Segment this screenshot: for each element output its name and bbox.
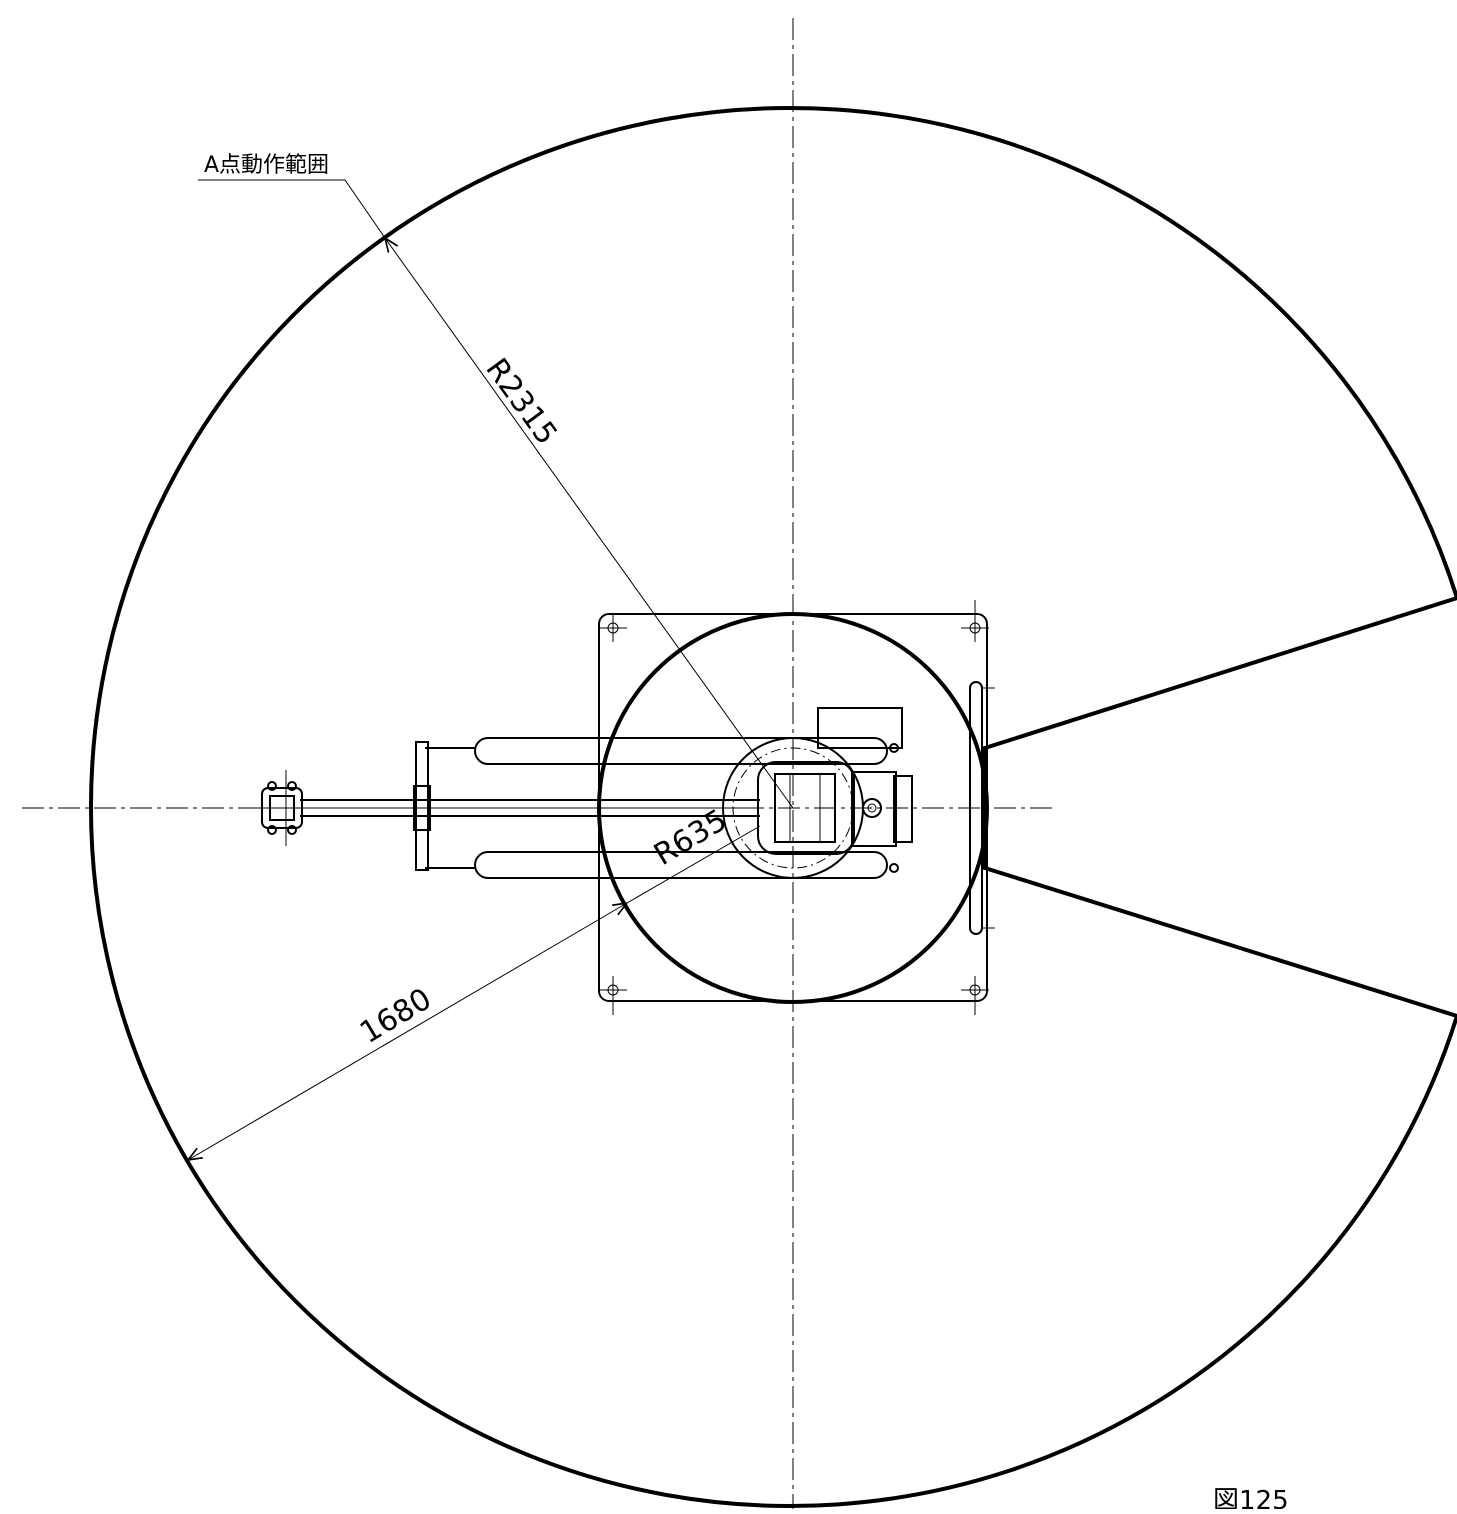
r2315-dimension-line	[385, 238, 794, 809]
outer-work-range-boundary	[89, 106, 1457, 1508]
wrist-unit	[248, 770, 318, 846]
arm-length-label: 1680	[354, 982, 437, 1051]
motor-housing	[817, 707, 903, 749]
lower-cylinder	[474, 851, 888, 879]
side-slot	[969, 681, 983, 935]
upper-cylinder	[474, 737, 888, 765]
corner-label: 図125	[1213, 1486, 1289, 1509]
range-label-leader	[198, 179, 386, 239]
turret	[722, 737, 913, 879]
outer-radius-label: R2315	[479, 352, 564, 451]
range-label: A点動作範囲	[204, 153, 329, 178]
inner-radius-label: R635	[648, 803, 733, 873]
arm-length-dimension-line	[188, 903, 627, 1160]
r635-dimension-line	[626, 825, 761, 904]
arm-linkage	[415, 741, 429, 871]
